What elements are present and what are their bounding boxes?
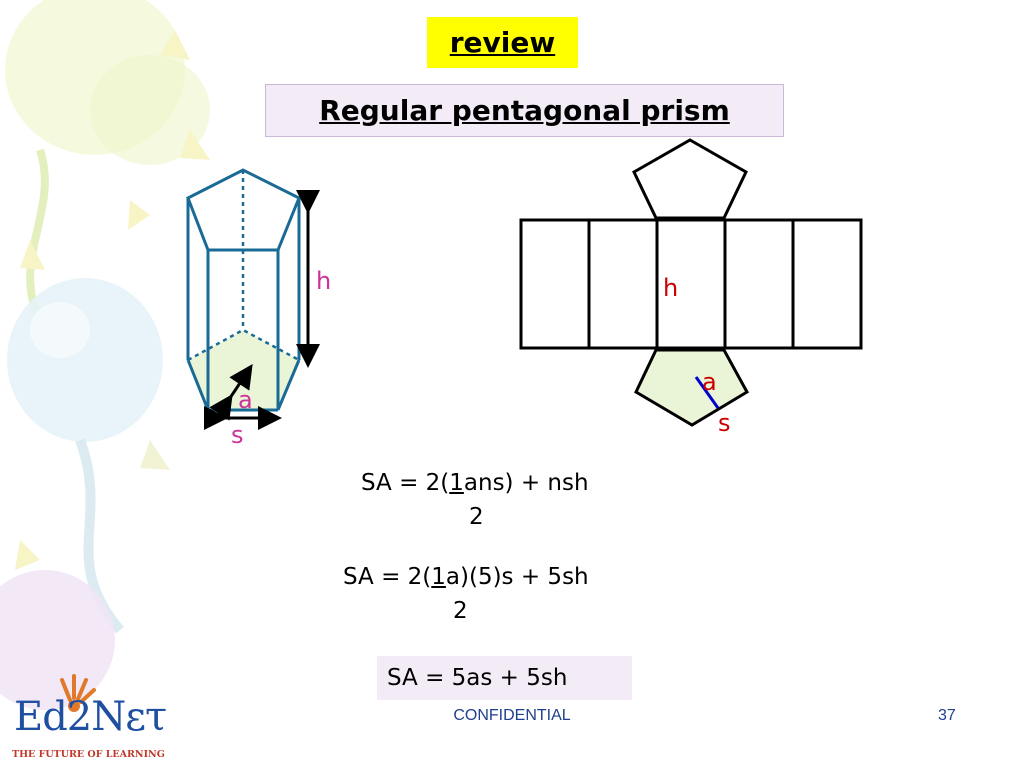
logo-wordmark: Ed2Nετ bbox=[14, 694, 167, 740]
prism-height-label: h bbox=[316, 267, 331, 295]
pentagonal-prism-3d bbox=[186, 168, 320, 430]
page-title: Regular pentagonal prism bbox=[265, 84, 784, 137]
prism-net bbox=[519, 138, 863, 427]
formula-substituted-numerator: 1 bbox=[431, 564, 446, 590]
page-number: 37 bbox=[938, 707, 956, 724]
review-label: review bbox=[427, 17, 578, 68]
formula-final: SA = 5as + 5sh bbox=[377, 656, 632, 700]
formula-substituted: SA = 2(1a)(5)s + 5sh bbox=[343, 564, 589, 590]
prism-side-label: s bbox=[231, 421, 244, 449]
formula-general-denominator: 2 bbox=[469, 504, 484, 530]
net-side-label: s bbox=[718, 409, 731, 437]
formula-substituted-post: a)(5)s + 5sh bbox=[445, 564, 589, 590]
ed2net-logo-icon bbox=[60, 674, 96, 712]
logo-tagline: THE FUTURE OF LEARNING bbox=[12, 749, 165, 760]
formula-substituted-pre: SA = 2( bbox=[343, 564, 432, 590]
net-apothem-label: a bbox=[702, 368, 717, 396]
formula-general: SA = 2(1ans) + nsh bbox=[361, 470, 589, 496]
formula-general-post: ans) + nsh bbox=[463, 470, 589, 496]
formula-general-pre: SA = 2( bbox=[361, 470, 450, 496]
formula-substituted-denominator: 2 bbox=[453, 598, 468, 624]
confidential-label: CONFIDENTIAL bbox=[453, 707, 571, 724]
formula-general-numerator: 1 bbox=[449, 470, 464, 496]
prism-apothem-label: a bbox=[238, 386, 253, 414]
net-height-label: h bbox=[663, 274, 678, 302]
